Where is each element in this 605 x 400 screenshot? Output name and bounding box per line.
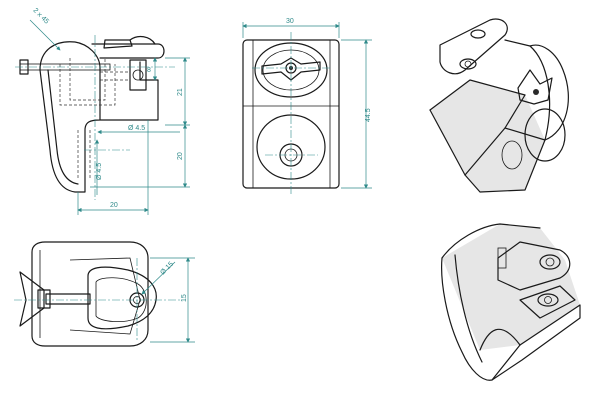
front-height-dim: 44.5 <box>365 108 372 122</box>
side-dia-hole-dim: Ø 4.5 <box>128 125 145 132</box>
iso-view-lower <box>441 223 581 381</box>
side-chamfer-dim: 2 x 45 <box>31 7 50 26</box>
side-height-upper-dim: 21 <box>177 88 184 96</box>
side-dia-hole-side-dim: Ø 4.5 <box>96 163 103 180</box>
side-height-lower-dim: 20 <box>177 152 184 160</box>
side-view: 2 x 45 8 21 20 Ø 4.5 Ø 4.5 20 <box>15 7 190 215</box>
front-view: 30 44.5 <box>242 18 372 196</box>
front-width-dim: 30 <box>286 18 294 25</box>
side-base-width-dim: 20 <box>110 202 118 209</box>
top-depth-dim: 15 <box>181 294 188 302</box>
top-dia-boss-dim: Ø 15 <box>159 261 175 277</box>
iso-view-upper <box>429 18 569 193</box>
side-width-top-dim: 8 <box>147 67 151 74</box>
top-view: Ø 15 15 <box>14 241 195 347</box>
